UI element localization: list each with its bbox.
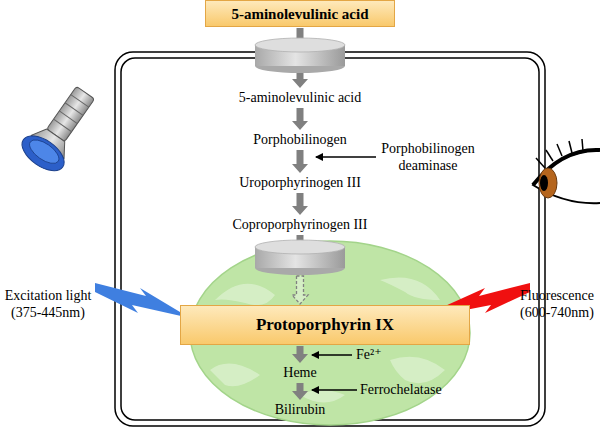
excitation-bolt <box>95 283 190 318</box>
eye <box>533 139 600 203</box>
product-box: Protoporphyrin IX <box>180 305 470 345</box>
cell-membrane-outer <box>115 52 545 426</box>
substrate-box: 5-aminolevulinic acid <box>205 0 395 27</box>
pathway-arrow <box>292 108 308 130</box>
fluorescence-label: Fluorescence (600-740nm) <box>514 287 600 321</box>
node-text: Uroporphyrinogen III <box>239 175 361 191</box>
enzyme-pointer <box>312 389 357 391</box>
mitochondrial-transporter <box>255 240 345 275</box>
excitation-label: Excitation light (375-445nm) <box>0 287 96 321</box>
metabolite-text: 5-aminolevulinic acid <box>200 89 400 107</box>
pathway-arrow <box>292 193 308 215</box>
metabolite-text: Coproporphyrinogen III <box>200 216 400 234</box>
node-text: Coproporphyrinogen III <box>233 217 368 233</box>
metabolite-text: Uroporphyrinogen III <box>200 174 400 192</box>
node-text: 5-aminolevulinic acid <box>239 90 361 106</box>
iron-pointer <box>312 354 352 356</box>
pathway-arrow <box>292 346 308 363</box>
pathway-arrow <box>292 150 308 173</box>
enzyme-label: Porphobilinogen deaminase <box>372 140 484 174</box>
metabolite-text: Porphobilinogen <box>200 131 400 149</box>
led-flashlight <box>16 79 105 178</box>
metabolite-text: Bilirubin <box>250 401 350 419</box>
enzyme-pointer <box>316 156 376 158</box>
node-text: Heme <box>283 365 316 381</box>
cofactor-label: Fe²⁺ <box>356 346 396 363</box>
node-text: Bilirubin <box>275 402 326 418</box>
membrane-transporter <box>255 38 345 73</box>
enzyme-label: Ferrochelatase <box>360 381 470 398</box>
metabolite-text: Heme <box>250 364 350 382</box>
node-text: 5-aminolevulinic acid <box>231 6 368 22</box>
node-text: Porphobilinogen <box>253 132 346 148</box>
node-text: Protoporphyrin IX <box>256 317 394 333</box>
pathway-arrow <box>292 383 308 400</box>
